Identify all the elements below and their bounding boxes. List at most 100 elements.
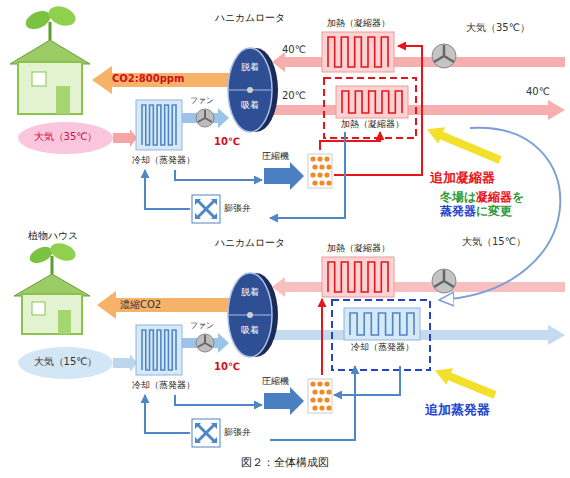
season-change-arrow — [440, 128, 560, 300]
annotation-label: 10℃ — [214, 361, 240, 373]
coil-box — [322, 257, 394, 297]
rotor-face — [228, 273, 272, 357]
heat-exchanger: 加熱（凝縮器） — [318, 18, 398, 74]
pointer-arrow — [446, 375, 495, 395]
node-label: 冷却（蒸発器） — [132, 380, 195, 391]
rotor-face — [228, 48, 272, 132]
compressor-dot — [312, 405, 317, 410]
coil-tube — [342, 91, 402, 113]
co2-arrow — [92, 66, 229, 94]
valve-arrows — [195, 423, 217, 443]
annotation-label: CO2:800ppm — [112, 73, 184, 85]
compressor-dot — [324, 172, 329, 177]
zone-label: 吸着 — [241, 325, 259, 336]
annotation-label: 大気（35℃） — [466, 22, 530, 34]
coil-box — [336, 86, 408, 118]
heat-exchanger: 加熱（凝縮器） — [332, 84, 412, 132]
node-label: 加熱（凝縮器） — [341, 119, 404, 130]
annotation-label: 20℃ — [282, 90, 306, 102]
annotation-label: 10℃ — [214, 136, 240, 148]
house-roof — [14, 274, 90, 296]
valve-body — [192, 419, 220, 447]
compressor-arrow — [264, 162, 304, 190]
heat-exchanger: 加熱（凝縮器） — [318, 243, 398, 299]
node-shape — [205, 237, 295, 361]
compressor-dot — [324, 381, 329, 386]
zone-label: 吸着 — [241, 100, 259, 111]
note-text: 蒸発器 — [440, 204, 476, 218]
refrigerant-pipe — [321, 299, 323, 375]
annotation-label: 大気（15℃） — [462, 236, 526, 248]
note-text: 冬場は — [440, 190, 476, 204]
compressor-dot — [326, 180, 331, 185]
compressor-dot — [310, 381, 315, 386]
expansion-valve: 膨張弁 — [190, 418, 270, 448]
zone-label: 脱着 — [241, 62, 259, 73]
valve-cross — [197, 200, 215, 218]
pointer-arrow — [438, 134, 500, 160]
node-label: 冷却（蒸発器） — [351, 342, 414, 353]
air-source: 大気（35℃） — [18, 122, 113, 154]
air-ellipse — [18, 122, 113, 154]
node-label: 圧縮機 — [262, 376, 289, 387]
air-arrow — [113, 129, 137, 147]
co2-arrow — [97, 291, 229, 319]
annotation-label: 追加蒸発器 — [425, 402, 490, 418]
annotation-label: 濃縮CO2 — [120, 299, 161, 311]
compressor-dot — [319, 389, 324, 394]
compressor-dot — [312, 389, 317, 394]
air-arrow — [113, 354, 137, 372]
compressor-dot — [319, 405, 324, 410]
compressor-arrow — [264, 387, 304, 415]
house-icon — [10, 3, 90, 114]
coil-tube — [142, 105, 176, 145]
compressor-dot — [317, 381, 322, 386]
figure-caption: 図２：全体構成図 — [0, 456, 570, 469]
node-label: ハニカムロータ — [215, 237, 285, 249]
compressor-dot — [312, 164, 317, 169]
valve-body — [192, 195, 220, 223]
rotor-hub — [247, 87, 253, 93]
plant-house: 植物ハウス — [10, 230, 95, 335]
compressor-dot — [317, 397, 322, 402]
compressor-dot — [319, 180, 324, 185]
heat-exchanger: 冷却（蒸発器） — [340, 306, 424, 366]
compressor-dot — [317, 172, 322, 177]
node-label: 膨張弁 — [224, 203, 251, 214]
compressor-dot — [310, 156, 315, 161]
node-label: 圧縮機 — [262, 151, 289, 162]
expansion-valve: 膨張弁 — [190, 194, 270, 224]
house-leaf — [27, 244, 55, 267]
fan-icon — [196, 334, 214, 352]
cool-air-arrow — [182, 108, 229, 128]
coil-tube — [328, 262, 388, 292]
refrigerant-pipe — [145, 395, 190, 433]
annotation-label: ファン — [190, 96, 214, 106]
annotation-label: 追加凝縮器 — [430, 170, 495, 186]
note-text: を — [512, 190, 524, 204]
node-label: 加熱（凝縮器） — [327, 18, 390, 29]
node-shape — [340, 306, 424, 366]
honeycomb-rotor: ハニカムロータ脱着吸着 — [205, 12, 295, 136]
node-label: ハニカムロータ — [215, 12, 285, 24]
honeycomb-rotor: ハニカムロータ脱着吸着 — [205, 237, 295, 361]
added-evaporator-frame — [332, 300, 430, 370]
rotor-hub — [247, 312, 253, 318]
note-text: 凝縮器 — [476, 190, 512, 204]
cool-air-arrow — [182, 333, 229, 353]
compressor-body — [308, 154, 332, 188]
refrigerant-pipe — [175, 395, 262, 405]
node-label: 膨張弁 — [224, 427, 251, 438]
coil-tube — [350, 313, 414, 335]
compressor-dot — [310, 397, 315, 402]
compressor-dot — [317, 156, 322, 161]
coil-tube — [142, 330, 176, 370]
house-stem — [51, 256, 54, 274]
annotation-label: 40℃ — [282, 44, 306, 56]
compressor: 圧縮機 — [262, 375, 334, 415]
node-label: 加熱（凝縮器） — [327, 243, 390, 254]
compressor-dot — [319, 164, 324, 169]
house-door — [58, 310, 71, 334]
refrigerant-pipe — [175, 170, 262, 180]
